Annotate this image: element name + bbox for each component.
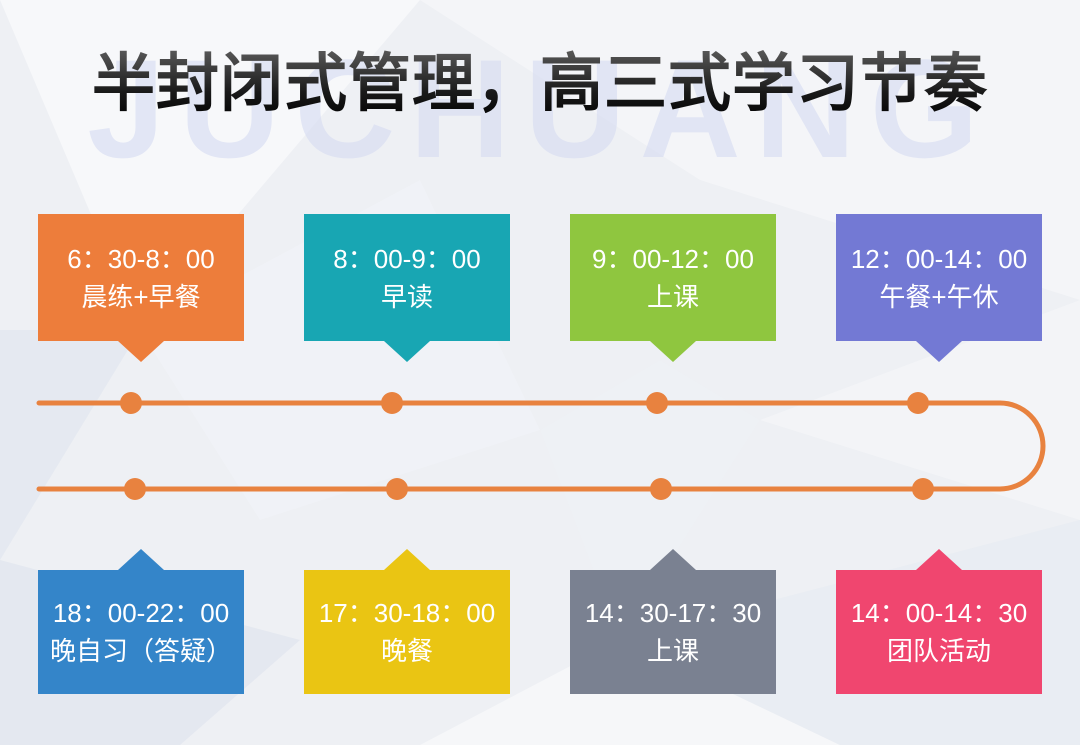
card-time: 14：30-17：30 bbox=[584, 598, 762, 628]
card-activity: 晨练+早餐 bbox=[81, 281, 201, 312]
timeline-dot bbox=[381, 392, 403, 414]
schedule-card-morning-class: 9：00-12：00 上课 bbox=[570, 214, 776, 341]
timeline-dot bbox=[646, 392, 668, 414]
watermark-text: JUCHUANG bbox=[0, 34, 1080, 184]
card-time: 6：30-8：00 bbox=[67, 243, 215, 274]
card-time: 18：00-22：00 bbox=[52, 598, 230, 628]
card-activity: 团队活动 bbox=[886, 636, 991, 666]
timeline-dot bbox=[907, 392, 929, 414]
card-time: 14：00-14：30 bbox=[850, 598, 1028, 628]
schedule-card-morning-exercise-breakfast: 6：30-8：00 晨练+早餐 bbox=[38, 214, 244, 341]
schedule-card-dinner: 17：30-18：00 晚餐 bbox=[304, 570, 510, 694]
bg-facet bbox=[0, 330, 140, 560]
schedule-card-evening-self-study: 18：00-22：00 晚自习（答疑） bbox=[38, 570, 244, 694]
card-time: 12：00-14：00 bbox=[850, 243, 1028, 274]
schedule-card-afternoon-class: 14：30-17：30 上课 bbox=[570, 570, 776, 694]
card-time: 9：00-12：00 bbox=[592, 243, 754, 274]
timeline-dot bbox=[120, 392, 142, 414]
card-activity: 晚自习（答疑） bbox=[49, 636, 232, 666]
schedule-card-team-activity: 14：00-14：30 团队活动 bbox=[836, 570, 1042, 694]
card-activity: 午餐+午休 bbox=[879, 281, 999, 312]
timeline-dot bbox=[124, 478, 146, 500]
timeline-dot bbox=[650, 478, 672, 500]
card-activity: 早读 bbox=[380, 281, 433, 312]
card-time: 8：00-9：00 bbox=[333, 243, 481, 274]
card-time: 17：30-18：00 bbox=[318, 598, 496, 628]
page-title: 半封闭式管理，高三式学习节奏 bbox=[0, 46, 1080, 122]
timeline-dot bbox=[912, 478, 934, 500]
card-activity: 上课 bbox=[646, 281, 699, 312]
card-activity: 上课 bbox=[646, 636, 699, 666]
schedule-card-lunch-nap: 12：00-14：00 午餐+午休 bbox=[836, 214, 1042, 341]
card-activity: 晚餐 bbox=[380, 636, 433, 666]
timeline-path bbox=[36, 400, 1046, 492]
schedule-card-morning-reading: 8：00-9：00 早读 bbox=[304, 214, 510, 341]
timeline-dot bbox=[386, 478, 408, 500]
